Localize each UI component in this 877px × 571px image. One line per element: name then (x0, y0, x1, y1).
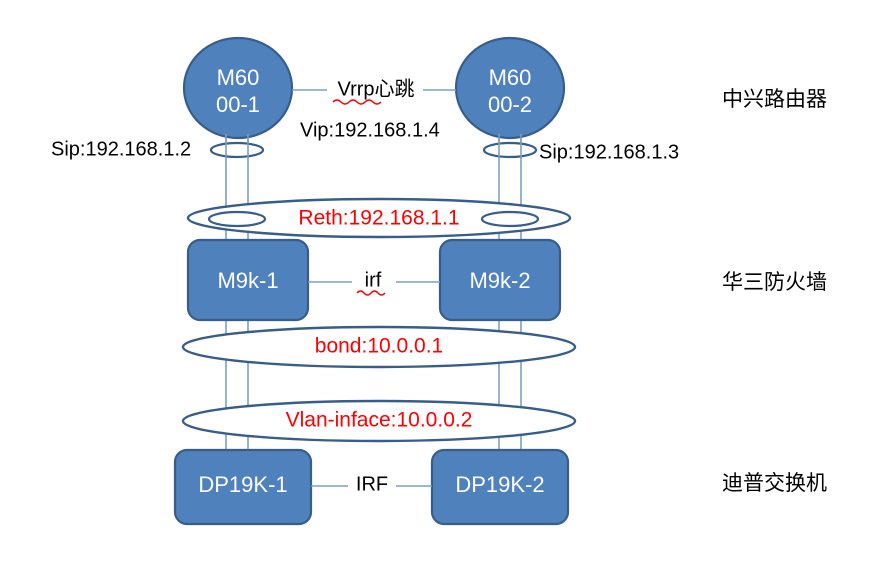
router-stub-lines (225, 134, 522, 158)
node-m6000-2[interactable]: M60 00-2 (454, 36, 566, 140)
node-m9k-2[interactable]: M9k-2 (438, 238, 562, 322)
interface-group-bond: bond:10.0.0.1 (181, 325, 577, 369)
vlan-inface-label: Vlan-inface:10.0.0.2 (286, 409, 473, 432)
node-m6000-1-line1: M60 (217, 65, 260, 90)
node-m6000-2-line2: 00-2 (488, 92, 532, 117)
node-dp19k-1[interactable]: DP19K-1 (173, 448, 313, 526)
node-dp19k-1-label: DP19K-1 (198, 472, 287, 497)
node-dp19k-2[interactable]: DP19K-2 (430, 448, 570, 526)
link-irf-label: irf (365, 269, 382, 291)
link-vrrp-label: Vrrp心跳 (337, 77, 414, 100)
tier-role-firewall: 华三防火墙 (722, 270, 827, 294)
node-m6000-1-line2: 00-1 (216, 92, 260, 117)
tier-role-router: 中兴路由器 (722, 87, 827, 111)
node-m6000-2-line1: M60 (489, 65, 532, 90)
node-m9k-2-label: M9k-2 (469, 268, 530, 293)
link-irf-firewall: irf (308, 269, 440, 296)
interface-ring-sip-left (209, 141, 265, 159)
node-m6000-1[interactable]: M60 00-1 (182, 36, 294, 140)
node-m9k-1-label: M9k-1 (217, 268, 278, 293)
interface-group-reth: Reth:192.168.1.1 (186, 197, 572, 239)
sip-right-label: Sip:192.168.1.3 (539, 141, 679, 163)
reth-label: Reth:192.168.1.1 (298, 207, 459, 230)
vip-annotation: Vip:192.168.1.4 (300, 119, 440, 141)
interface-group-vlan: Vlan-inface:10.0.0.2 (181, 399, 577, 443)
tier-role-switch: 迪普交换机 (722, 471, 827, 495)
interface-ring-sip-right (482, 141, 538, 159)
link-vrrp-heartbeat: Vrrp心跳 (292, 76, 456, 105)
sip-left-label: Sip:192.168.1.2 (51, 138, 191, 160)
link-irf-switch-label: IRF (356, 473, 388, 495)
bond-label: bond:10.0.0.1 (315, 335, 443, 358)
link-irf-switch: IRF (311, 473, 432, 497)
node-dp19k-2-label: DP19K-2 (455, 472, 544, 497)
node-m9k-1[interactable]: M9k-1 (186, 238, 310, 322)
